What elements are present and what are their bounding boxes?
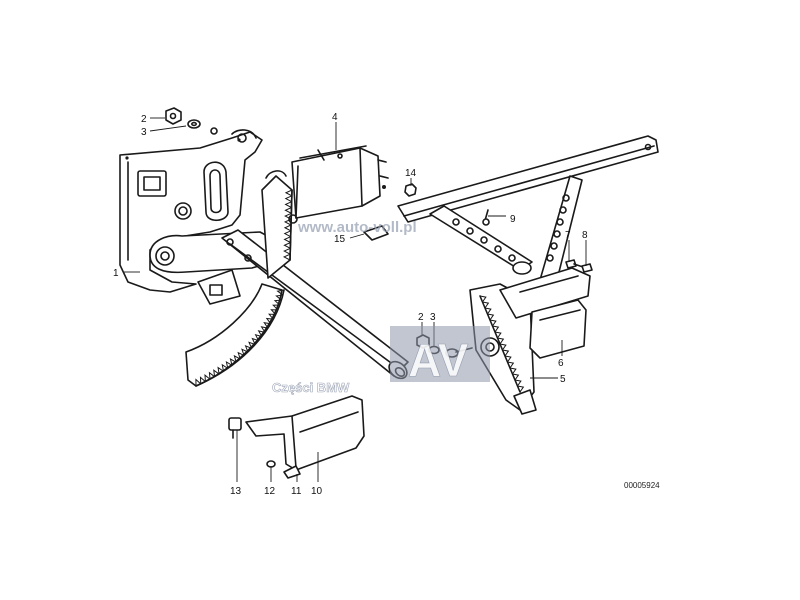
watermark-logo: AV — [408, 334, 469, 386]
callout-11: 11 — [291, 486, 302, 497]
window-motor — [291, 145, 389, 219]
callout-3-top: 3 — [141, 127, 147, 138]
right-gear-teeth — [479, 295, 525, 393]
right-motor-block — [529, 299, 587, 359]
callout-9: 9 — [510, 214, 516, 225]
right-gear-teeth-teeth — [479, 295, 525, 393]
callout-4: 4 — [332, 112, 338, 123]
callout-13: 13 — [230, 486, 242, 497]
callout-15: 15 — [334, 234, 346, 245]
toothed-rack — [261, 170, 298, 279]
callout-8: 8 — [582, 230, 588, 241]
support-bracket — [228, 395, 365, 479]
callout-2-top: 2 — [141, 114, 147, 125]
callout-12: 12 — [264, 486, 276, 497]
watermark: AV www.auto-voll.pl Części BMW — [272, 219, 490, 395]
callout-6: 6 — [558, 358, 564, 369]
callouts: 1 2 3 4 5 6 7 8 9 10 11 12 13 14 15 2 3 … — [113, 112, 660, 497]
right-regulator-assembly — [469, 267, 591, 415]
scissor-arm — [429, 175, 583, 285]
watermark-label: Części BMW — [272, 380, 350, 395]
rack-gear-teeth — [282, 189, 293, 261]
regulator-base-plate — [119, 129, 263, 293]
rack-gear-teeth-teeth — [282, 189, 293, 261]
callout-7: 7 — [565, 230, 571, 241]
callout-5: 5 — [560, 374, 566, 385]
callout-1: 1 — [113, 268, 119, 279]
callout-14: 14 — [405, 168, 417, 179]
quadrant-gear-teeth — [195, 289, 285, 387]
callout-2-mid: 2 — [418, 312, 424, 323]
upper-guide-rail — [397, 135, 659, 223]
watermark-url: www.auto-voll.pl — [297, 219, 417, 236]
quadrant-gear-teeth-teeth — [195, 289, 285, 387]
drawing-code: 00005924 — [624, 481, 660, 490]
callout-10: 10 — [311, 486, 323, 497]
toothed-quadrant — [185, 269, 285, 387]
callout-3-mid: 3 — [430, 312, 436, 323]
